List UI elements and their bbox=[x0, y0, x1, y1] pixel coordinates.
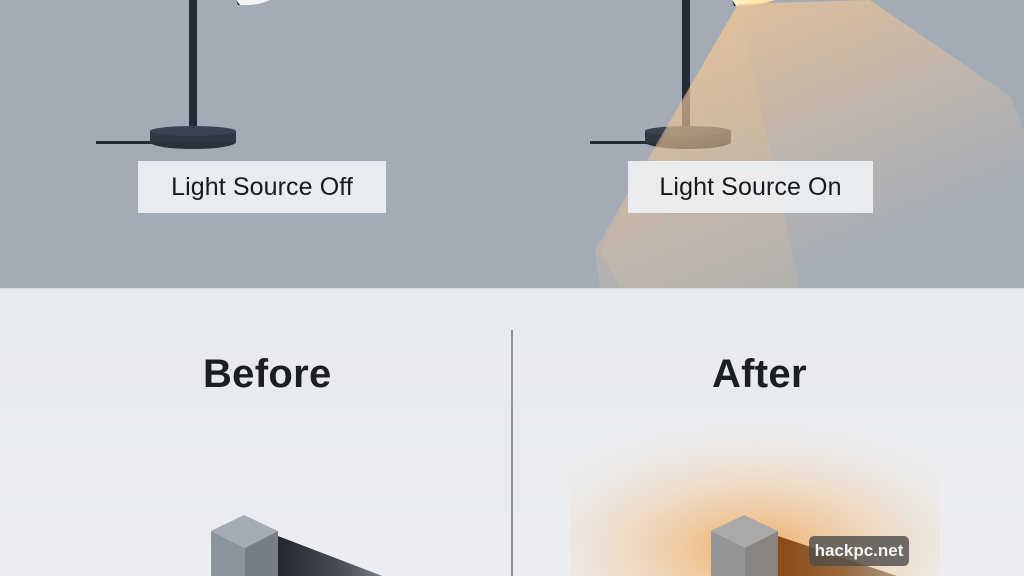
light-cone bbox=[595, 0, 1024, 288]
top-panel-lamp-comparison: Light Source Off Light Source On bbox=[0, 0, 1024, 288]
cube-before-icon bbox=[211, 515, 383, 576]
light-source-off-label: Light Source Off bbox=[138, 161, 386, 213]
before-heading: Before bbox=[203, 352, 332, 396]
lamp-scene-illustration bbox=[96, 0, 1024, 288]
vertical-divider bbox=[511, 330, 513, 576]
cube-after-icon bbox=[711, 515, 898, 576]
watermark-badge: hackpc.net bbox=[809, 536, 909, 566]
lamp-off-icon bbox=[96, 0, 270, 149]
light-source-on-label: Light Source On bbox=[628, 161, 873, 213]
after-heading: After bbox=[712, 352, 807, 396]
